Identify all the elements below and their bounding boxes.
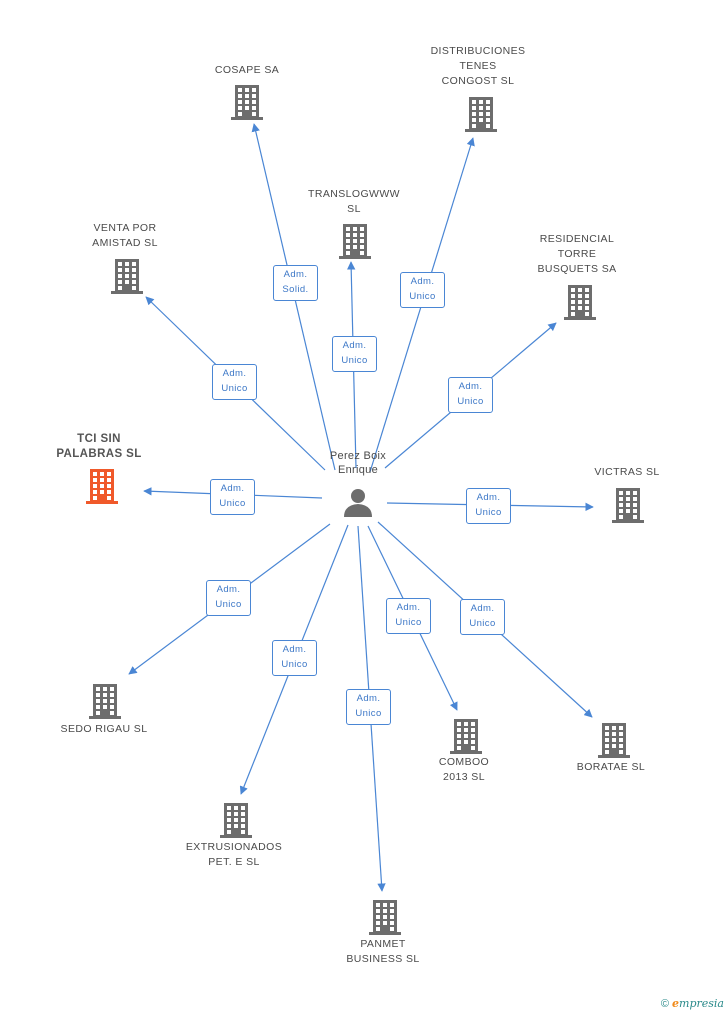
relation-label-panmet[interactable]: Adm. Unico — [346, 689, 391, 725]
building-icon-panmet[interactable] — [369, 900, 401, 935]
relation-label-translogwww[interactable]: Adm. Unico — [332, 336, 377, 372]
building-icon-tci[interactable] — [86, 469, 118, 504]
company-label-comboo[interactable]: COMBOO 2013 SL — [438, 756, 490, 783]
company-label-sedo[interactable]: SEDO RIGAU SL — [60, 723, 148, 735]
relation-label-boratae[interactable]: Adm. Unico — [460, 599, 505, 635]
company-label-victras[interactable]: VICTRAS SL — [594, 466, 660, 478]
relation-label-distribuciones[interactable]: Adm. Unico — [400, 272, 445, 308]
person-icon — [344, 489, 372, 517]
company-label-translogwww[interactable]: TRANSLOGWWW SL — [308, 188, 400, 215]
building-icon-translogwww[interactable] — [339, 224, 371, 259]
relation-label-victras[interactable]: Adm. Unico — [466, 488, 511, 524]
relation-label-comboo[interactable]: Adm. Unico — [386, 598, 431, 634]
building-icon-extrusionados[interactable] — [220, 803, 252, 838]
building-icon-residencial[interactable] — [564, 285, 596, 320]
relation-label-tci[interactable]: Adm. Unico — [210, 479, 255, 515]
relation-label-sedo[interactable]: Adm. Unico — [206, 580, 251, 616]
relation-label-cosape[interactable]: Adm. Solid. — [273, 265, 318, 301]
building-icon-victras[interactable] — [612, 488, 644, 523]
company-label-distribuciones[interactable]: DISTRIBUCIONES TENES CONGOST SL — [430, 45, 526, 87]
relation-label-residencial[interactable]: Adm. Unico — [448, 377, 493, 413]
company-label-residencial[interactable]: RESIDENCIAL TORRE BUSQUETS SA — [537, 233, 617, 275]
building-icon-sedo[interactable] — [89, 684, 121, 719]
building-icon-cosape[interactable] — [231, 85, 263, 120]
company-label-panmet[interactable]: PANMET BUSINESS SL — [346, 938, 420, 965]
company-label-boratae[interactable]: BORATAE SL — [576, 761, 646, 773]
relation-label-extrusionados[interactable]: Adm. Unico — [272, 640, 317, 676]
building-icon-distribuciones[interactable] — [465, 97, 497, 132]
copyright-symbol: © — [660, 998, 669, 1010]
building-icon-boratae[interactable] — [598, 723, 630, 758]
building-icon-venta[interactable] — [111, 259, 143, 294]
relation-label-venta[interactable]: Adm. Unico — [212, 364, 257, 400]
center-person-label[interactable]: Perez Boix Enrique — [329, 450, 387, 476]
footer-brand: © empresia — [661, 997, 724, 1010]
company-label-cosape[interactable]: COSAPE SA — [214, 64, 280, 76]
building-icon-comboo[interactable] — [450, 719, 482, 754]
brand-logo[interactable]: empresia — [672, 997, 724, 1010]
company-label-tci[interactable]: TCI SIN PALABRAS SL — [56, 433, 142, 460]
company-label-venta[interactable]: VENTA POR AMISTAD SL — [92, 222, 158, 249]
company-label-extrusionados[interactable]: EXTRUSIONADOS PET. E SL — [185, 841, 283, 868]
